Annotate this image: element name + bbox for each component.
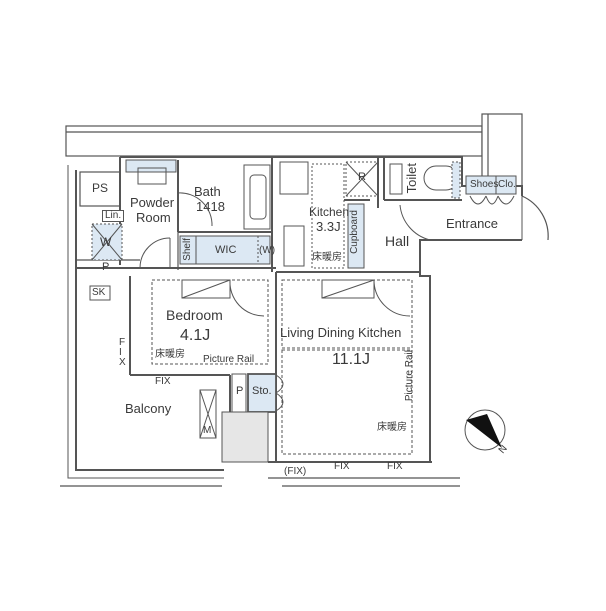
- ldk-size-label: 11.1J: [332, 351, 370, 368]
- wic-label: WIC: [215, 244, 237, 256]
- entrance-label: Entrance: [446, 216, 499, 231]
- pipe-space-label: P: [102, 261, 110, 273]
- shoes-label: Shoes: [470, 179, 499, 190]
- toilet-label: Toilet: [404, 163, 419, 194]
- fix-window-bottom-2-label: FIX: [387, 461, 403, 472]
- fridge-label: R: [358, 171, 366, 183]
- fix-window-bottom-1-label: FIX: [334, 461, 350, 472]
- doors: [139, 192, 515, 412]
- cupboard-label: Cupboard: [349, 210, 360, 254]
- outer-walls: [60, 113, 549, 487]
- north-arrow-icon: [464, 409, 506, 451]
- fix-window-balcony-label: FIX: [155, 376, 171, 387]
- bedroom-size-label: 4.1J: [180, 327, 211, 344]
- hall-label: Hall: [385, 233, 410, 249]
- meter-label: M: [203, 425, 212, 436]
- kitchen-label: Kitchen: [309, 205, 350, 219]
- pipe-space-2-label: P: [236, 385, 244, 397]
- fixtures: [89, 159, 517, 463]
- bedroom-floor-heating-label: 床暖房: [155, 349, 185, 360]
- ldk-label: Living Dining Kitchen: [280, 325, 402, 340]
- kitchen-floor-heating-label: 床暖房: [312, 252, 342, 263]
- bedroom-picture-rail-label: Picture Rail: [203, 354, 255, 365]
- bedroom-label: Bedroom: [166, 307, 223, 323]
- closet-label: Clo.: [498, 179, 516, 190]
- ps-label: PS: [92, 181, 109, 195]
- balcony-label: Balcony: [125, 401, 172, 416]
- bath-label: Bath: [194, 184, 221, 199]
- wic-washer-label: (W): [259, 245, 276, 256]
- powder-room-label-2: Room: [136, 210, 171, 225]
- washer-label: W: [100, 235, 112, 249]
- fix-window-left-label: FIX: [119, 337, 126, 368]
- kitchen-size-label: 3.3J: [316, 219, 341, 234]
- linen-closet-label: Lin.: [102, 210, 125, 222]
- bath-size-label: 1418: [196, 199, 225, 214]
- shelf-label: Shelf: [182, 238, 193, 261]
- storage-label: Sto.: [252, 385, 272, 397]
- powder-room-label: Powder: [130, 195, 175, 210]
- ldk-picture-rail-label: Picture Rail: [404, 350, 415, 402]
- ldk-floor-heating-label: 床暖房: [377, 422, 407, 433]
- sk-label: SK: [92, 287, 106, 298]
- fix-window-paren-label: (FIX): [284, 466, 307, 477]
